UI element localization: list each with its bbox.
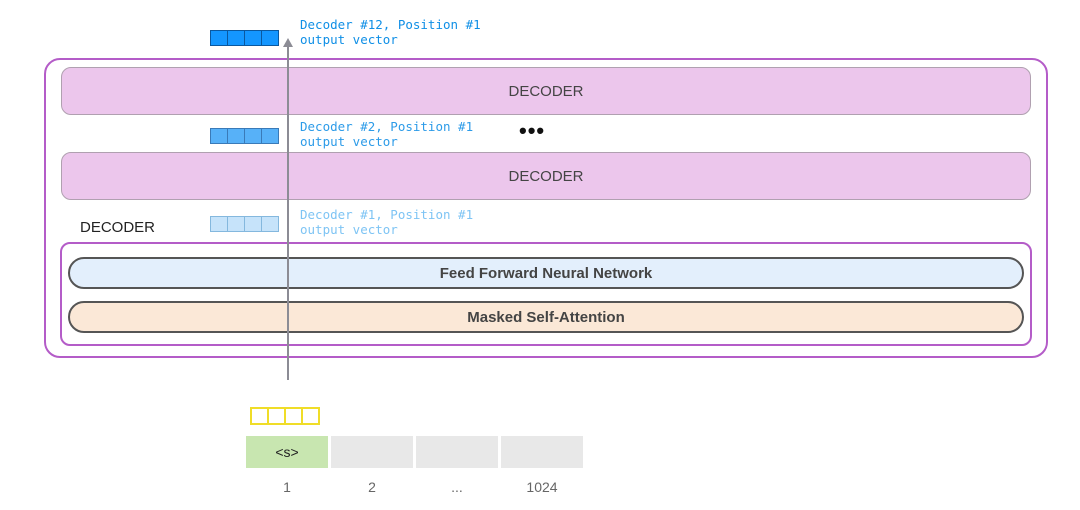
- decoder-12-output-vector: [210, 30, 279, 46]
- vector-cell: [245, 31, 261, 45]
- decoder-bar-second: DECODER: [61, 152, 1031, 200]
- caption-line-1: Decoder #1, Position #1: [300, 207, 474, 222]
- position-label: 1024: [526, 479, 558, 495]
- vector-cell: [211, 31, 227, 45]
- decoder-block-frame: [60, 242, 1032, 346]
- decoder-2-output-caption: Decoder #2, Position #1 output vector: [300, 119, 473, 149]
- vector-cell: [262, 217, 278, 231]
- vector-cell: [262, 31, 278, 45]
- vector-cell: [303, 409, 318, 423]
- token-cell: [501, 436, 583, 468]
- position-label: 2: [368, 479, 376, 495]
- decoder-block-label: DECODER: [80, 219, 156, 236]
- token-cell: [416, 436, 498, 468]
- position-label: ...: [451, 479, 463, 495]
- vector-cell: [286, 409, 301, 423]
- flow-arrow-head: [283, 38, 293, 47]
- masked-self-attention-layer: Masked Self-Attention: [68, 301, 1024, 333]
- ellipsis: •••: [519, 118, 546, 143]
- decoder-stack-frame: [44, 58, 1048, 358]
- caption-line-1: Decoder #12, Position #1: [300, 17, 481, 32]
- vector-cell: [245, 217, 261, 231]
- caption-line-2: output vector: [300, 222, 398, 237]
- token-cell-start: <s>: [246, 436, 328, 468]
- vector-cell: [269, 409, 284, 423]
- token-cell: [331, 436, 413, 468]
- decoder-2-output-vector: [210, 128, 279, 144]
- decoder-1-output-caption: Decoder #1, Position #1 output vector: [300, 207, 473, 237]
- flow-arrow-line: [287, 46, 289, 380]
- vector-cell: [245, 129, 261, 143]
- caption-line-2: output vector: [300, 134, 398, 149]
- vector-cell: [252, 409, 267, 423]
- vector-cell: [211, 217, 227, 231]
- position-label: 1: [283, 479, 291, 495]
- decoder-12-output-caption: Decoder #12, Position #1 output vector: [300, 17, 481, 47]
- decoder-1-output-vector: [210, 216, 279, 232]
- vector-cell: [228, 31, 244, 45]
- feed-forward-layer: Feed Forward Neural Network: [68, 257, 1024, 289]
- caption-line-1: Decoder #2, Position #1: [300, 119, 474, 134]
- decoder-bar-top: DECODER: [61, 67, 1031, 115]
- vector-cell: [211, 129, 227, 143]
- vector-cell: [262, 129, 278, 143]
- caption-line-2: output vector: [300, 32, 398, 47]
- vector-cell: [228, 129, 244, 143]
- input-embedding-vector: [250, 407, 320, 425]
- vector-cell: [228, 217, 244, 231]
